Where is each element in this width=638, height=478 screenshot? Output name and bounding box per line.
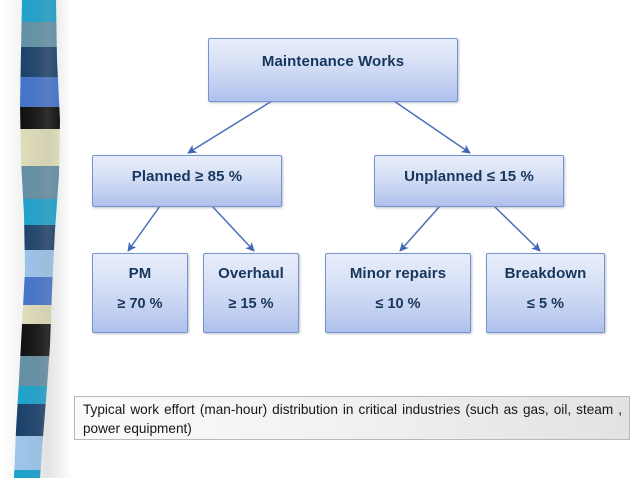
node-pm-label: PM [128,265,152,282]
node-unplanned-label: Unplanned ≤ 15 % [404,168,534,185]
node-overhaul-label: Overhaul [218,265,284,282]
node-breakdown-label: Breakdown [504,265,587,282]
node-overhaul[interactable]: Overhaul ≥ 15 % [203,253,299,333]
node-planned[interactable]: Planned ≥ 85 % [92,155,282,207]
node-overhaul-value: ≥ 15 % [228,296,274,312]
node-minor-repairs-value: ≤ 10 % [375,296,421,312]
node-minor-repairs[interactable]: Minor repairs ≤ 10 % [325,253,471,333]
node-planned-label: Planned ≥ 85 % [131,168,243,185]
decorative-side-stripe [0,0,72,478]
node-root-label: Maintenance Works [261,53,405,70]
node-breakdown-value: ≤ 5 % [527,296,564,312]
node-breakdown[interactable]: Breakdown ≤ 5 % [486,253,605,333]
node-minor-repairs-label: Minor repairs [349,265,447,282]
node-unplanned[interactable]: Unplanned ≤ 15 % [374,155,564,207]
stripe-bands [14,0,60,478]
node-pm[interactable]: PM ≥ 70 % [92,253,188,333]
node-pm-value: ≥ 70 % [117,296,163,312]
stripe-drop-shadow [0,0,72,478]
caption-text: Typical work effort (man-hour) distribut… [74,396,630,440]
node-maintenance-works[interactable]: Maintenance Works [208,38,458,102]
